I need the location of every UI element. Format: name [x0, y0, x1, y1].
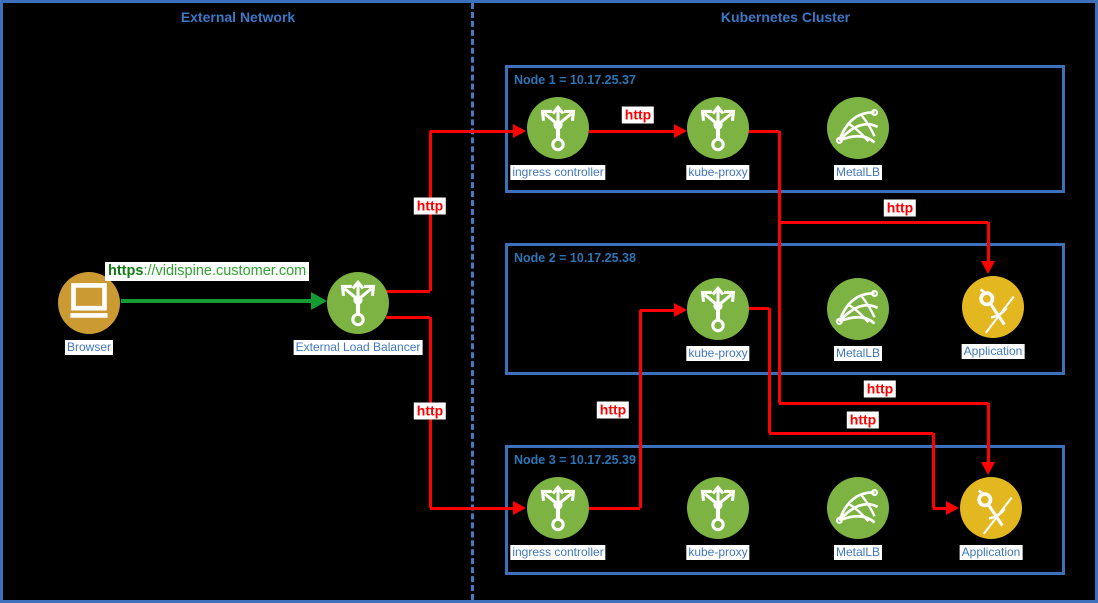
edge-browser-to-elb-arrowhead [311, 292, 327, 310]
edge-label-node1-kube-proxy-to-node3-application: http [863, 380, 897, 398]
url-scheme: https [108, 263, 144, 279]
edge-node2-kube-proxy-to-node3-application-arrowhead [946, 501, 959, 515]
node3-kube-proxy-label: kube-proxy [686, 545, 750, 560]
edge-elb-to-node3-ingress-arrowhead [513, 501, 526, 515]
edge-elb-to-node3-ingress [430, 506, 515, 510]
browser-label: Browser [64, 340, 114, 355]
edge-label-node2-kube-proxy-to-node3-application: http [846, 411, 880, 429]
edge-elb-to-node1-ingress [386, 289, 430, 293]
distribute-icon [340, 279, 376, 327]
node-box-node3: Node 3 = 10.17.25.39 [505, 445, 1065, 575]
monitor-icon [70, 283, 108, 318]
edge-elb-to-node1-ingress-arrowhead [513, 124, 526, 138]
edge-node1-kube-proxy-to-node3-application [777, 131, 781, 403]
node-title-node3: Node 3 = 10.17.25.39 [514, 453, 636, 467]
edge-node1-kube-proxy-to-node2-application [779, 220, 988, 224]
node3-application-node [960, 477, 1022, 539]
edge-node1-kube-proxy-to-node3-application [748, 129, 779, 133]
node2-application-label: Application [961, 344, 1025, 359]
edge-node3-ingress-to-node2-kube-proxy-arrowhead [674, 303, 687, 317]
node1-kube-proxy-node [687, 97, 749, 159]
edge-node1-kube-proxy-to-node2-application-arrowhead [981, 261, 995, 274]
edge-node1-ingress-to-node1-kube-proxy [589, 129, 676, 133]
edge-elb-to-node1-ingress [430, 129, 515, 133]
network-boundary-divider [471, 3, 474, 600]
net-icon [835, 289, 879, 325]
distribute-icon [700, 484, 736, 532]
distribute-icon [700, 104, 736, 152]
edge-node2-kube-proxy-to-node3-application [767, 308, 771, 433]
edge-label-node1-kube-proxy-to-node2-application: http [883, 199, 917, 217]
edge-node3-ingress-to-node2-kube-proxy [589, 506, 640, 510]
node2-kube-proxy-node [687, 278, 749, 340]
node2-application-node [962, 276, 1024, 338]
edge-node3-ingress-to-node2-kube-proxy [638, 310, 642, 508]
edge-node1-kube-proxy-to-node2-application [986, 222, 990, 263]
edge-label-node1-ingress-to-node1-kube-proxy: http [621, 106, 655, 124]
node-title-node1: Node 1 = 10.17.25.37 [514, 73, 636, 87]
edge-node3-ingress-to-node2-kube-proxy [640, 308, 676, 312]
external-network-title: External Network [180, 9, 296, 25]
node2-metallb-label: MetalLB [833, 346, 883, 361]
edge-node1-ingress-to-node1-kube-proxy-arrowhead [674, 124, 687, 138]
node2-kube-proxy-label: kube-proxy [686, 346, 750, 361]
edge-node1-kube-proxy-to-node3-application [986, 403, 990, 464]
kubernetes-cluster-title: Kubernetes Cluster [720, 9, 851, 25]
node3-metallb-node [827, 477, 889, 539]
edge-node2-kube-proxy-to-node3-application [931, 433, 935, 508]
node1-metallb-node [827, 97, 889, 159]
edge-browser-to-elb [121, 299, 313, 303]
node-box-node1: Node 1 = 10.17.25.37 [505, 65, 1065, 193]
edge-node2-kube-proxy-to-node3-application [748, 306, 769, 310]
node3-kube-proxy-node [687, 477, 749, 539]
edge-node2-kube-proxy-to-node3-application [933, 506, 948, 510]
https-url-label: https://vidispine.customer.com [105, 262, 310, 281]
external-load-balancer-label: External Load Balancer [293, 340, 423, 355]
net-icon [835, 108, 879, 144]
compass-icon [977, 489, 1013, 535]
node1-metallb-label: MetalLB [833, 165, 883, 180]
distribute-icon [540, 484, 576, 532]
external-load-balancer-node [327, 272, 389, 334]
node-box-node2: Node 2 = 10.17.25.38 [505, 243, 1065, 375]
edge-node2-kube-proxy-to-node3-application [769, 431, 933, 435]
edge-label-elb-to-node1-ingress: http [413, 197, 447, 215]
node1-ingress-controller-node [527, 97, 589, 159]
edge-node1-kube-proxy-to-node3-application [779, 401, 988, 405]
node3-ingress-controller-node [527, 477, 589, 539]
net-icon [835, 488, 879, 524]
edge-elb-to-node3-ingress [386, 315, 430, 319]
node3-ingress-controller-label: ingress controller [510, 545, 606, 560]
node3-application-label: Application [959, 545, 1023, 560]
node2-metallb-node [827, 278, 889, 340]
edge-label-elb-to-node3-ingress: http [413, 402, 447, 420]
node3-metallb-label: MetalLB [833, 545, 883, 560]
node-title-node2: Node 2 = 10.17.25.38 [514, 251, 636, 265]
node1-kube-proxy-label: kube-proxy [686, 165, 750, 180]
node1-ingress-controller-label: ingress controller [510, 165, 606, 180]
edge-label-node3-ingress-to-node2-kube-proxy: http [596, 401, 630, 419]
edge-node1-kube-proxy-to-node3-application-arrowhead [981, 462, 995, 475]
browser-node [58, 272, 120, 334]
url-rest: ://vidispine.customer.com [143, 263, 307, 279]
distribute-icon [540, 104, 576, 152]
compass-icon [979, 288, 1015, 334]
distribute-icon [700, 285, 736, 333]
